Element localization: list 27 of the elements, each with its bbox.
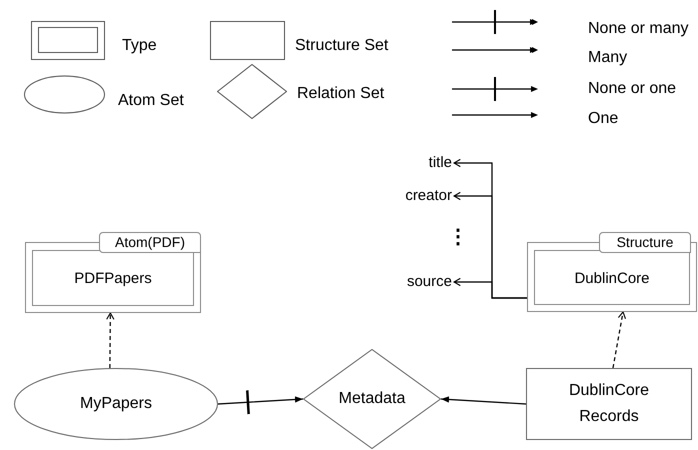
legend-label: Many (588, 48, 628, 68)
type-tab: Atom(PDF) (99, 232, 201, 253)
attribute-label: creator (372, 186, 452, 206)
barred-arrow (218, 390, 304, 414)
legend-label: None or one (588, 79, 676, 99)
attribute-label: title (392, 153, 452, 173)
arrow (453, 278, 527, 299)
ellipsis-label: ⋮ (448, 225, 468, 250)
legend-label: Type (122, 36, 157, 56)
legend-label: Structure Set (295, 36, 388, 56)
dashed-arrow (612, 311, 626, 368)
atom-set-ellipse (14, 368, 218, 440)
attribute-label: source (372, 272, 452, 292)
relation-diamond (303, 349, 441, 449)
node-label: DublinCore (573, 269, 651, 289)
legend-label: Atom Set (118, 91, 184, 111)
arrow (440, 396, 526, 405)
structure-set-box (526, 368, 692, 440)
dashed-arrow (106, 312, 114, 368)
node-label: MyPapers (78, 394, 154, 414)
legend-label: None or many (588, 19, 688, 39)
node-label: DublinCore Records (568, 381, 650, 427)
node-label: PDFPapers (73, 269, 153, 289)
legend-label: Relation Set (297, 84, 384, 104)
type-tab: Structure (599, 232, 691, 253)
node-label: Metadata (338, 389, 406, 409)
legend-label: One (588, 109, 618, 129)
